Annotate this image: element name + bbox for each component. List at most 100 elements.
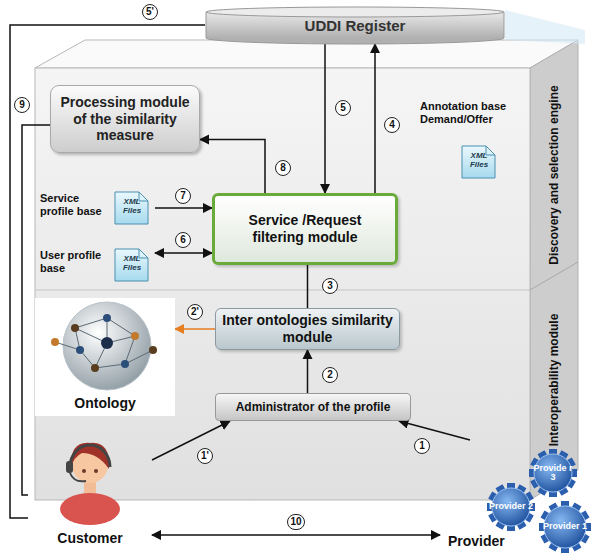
engine-section-text: Discovery and selection engine: [546, 70, 562, 280]
provider-group: Provide r 3 Provider 2 Provider 1 Provider: [440, 440, 594, 555]
housing-front: [35, 68, 530, 500]
drawing-part: [206, 7, 504, 17]
drawing-part: [51, 338, 59, 346]
customer-figure-shape: [28, 425, 152, 525]
housing-side: [530, 40, 578, 500]
callout-number: 2: [322, 367, 338, 383]
engine-section-text: Interoperability module: [546, 290, 562, 470]
xml-file-store: Annotation base Demand/OfferXML Files: [420, 100, 535, 192]
process-box: Administrator of the profile: [215, 393, 411, 421]
drawing-part: [75, 318, 107, 328]
callout-number: 1: [414, 438, 430, 454]
drawing-part: [539, 501, 591, 553]
ontology-figure: Ontology: [35, 298, 175, 416]
connector: [155, 207, 212, 209]
drawing-part: [504, 12, 505, 38]
callout-number: 7: [175, 188, 191, 204]
drawing-part: [71, 324, 79, 332]
callout-number: 5': [142, 4, 158, 20]
provider-group-text: Provider: [448, 533, 505, 549]
process-box: Service /Request filtering module: [212, 193, 398, 265]
drawing-part: [107, 318, 135, 336]
provider-gear-text: Provider 2: [488, 502, 534, 511]
provider-gear-text: Provide r 3: [533, 464, 573, 483]
section-divider: [35, 290, 530, 291]
drawing-part: [63, 302, 151, 390]
provider-gear-text: Provider 1: [542, 522, 588, 531]
drawing-part: [103, 314, 111, 322]
drawing-part: [529, 449, 577, 497]
connector: [200, 139, 265, 193]
provider-gear: Provider 1: [538, 500, 592, 554]
customer-figure: Customer: [28, 425, 152, 553]
drawing-part: [101, 337, 113, 349]
provider-gear: Provider 2: [486, 482, 536, 532]
xml-file-store: User profile baseXML Files: [40, 245, 155, 285]
connector: [374, 44, 376, 193]
drawing-part: [149, 346, 157, 354]
drawing-part: [71, 443, 109, 469]
callout-number: 9: [14, 97, 30, 113]
connector: [152, 534, 440, 536]
ontology-figure-text: Ontology: [35, 395, 175, 411]
connector: [152, 421, 230, 460]
drawing-part: [121, 360, 129, 368]
callout-number: 6: [175, 232, 191, 248]
drawing-part: [76, 346, 84, 354]
callout-number: 4: [384, 117, 400, 133]
drawing-part: [82, 469, 86, 473]
drawing-part: [70, 445, 110, 467]
register-shadow: [505, 10, 585, 44]
process-box-text: Service /Request filtering module: [223, 212, 387, 246]
drawing-part: [91, 364, 99, 372]
connector: [307, 265, 309, 308]
xml-file-store-text: XML Files: [114, 198, 150, 216]
connector: [399, 421, 470, 440]
drawing-part: [487, 483, 535, 531]
housing-top: [35, 40, 578, 68]
engine-section: Processing module of the similarity meas…: [35, 68, 580, 290]
section-divider: [530, 262, 578, 290]
drawing-part: [94, 469, 98, 473]
drawing-part: [487, 503, 535, 511]
drawing-part: [206, 12, 207, 38]
callout-number: 5: [335, 100, 351, 116]
drawing-part: [539, 523, 591, 531]
registry-cylinder: UDDI Register: [205, 6, 505, 44]
drawing-part: [66, 461, 73, 473]
drawing-part: [95, 364, 125, 368]
ontology-figure-shape: [35, 298, 175, 393]
process-box: Processing module of the similarity meas…: [50, 85, 200, 153]
connector: [10, 25, 205, 518]
drawing-part: [125, 350, 153, 364]
callout-number: 3: [322, 278, 338, 294]
callout-number: 2': [187, 304, 203, 320]
xml-file-store: Service profile baseXML Files: [40, 188, 155, 228]
connector: [175, 328, 215, 330]
callout-number: 8: [275, 160, 291, 176]
drawing-part: [131, 332, 139, 340]
callout-number: 1': [197, 448, 213, 464]
xml-file-store-text: XML Files: [114, 255, 150, 273]
process-box-text: Administrator of the profile: [236, 400, 391, 414]
drawing-part: [60, 493, 120, 525]
connector: [307, 350, 309, 393]
process-box: Inter ontologies similarity module: [215, 308, 400, 350]
connector: [155, 252, 212, 254]
drawing-part: [70, 473, 86, 481]
connector: [324, 44, 326, 193]
xml-file-store-text: Annotation base Demand/Offer: [420, 100, 532, 126]
process-box-text: Processing module of the similarity meas…: [59, 94, 191, 144]
provider-gear: Provide r 3: [528, 448, 578, 498]
xml-file-store-text: User profile base: [40, 249, 112, 274]
process-box-text: Inter ontologies similarity module: [222, 312, 393, 346]
callout-number: 10: [287, 514, 304, 530]
customer-figure-text: Customer: [28, 530, 152, 546]
drawing-part: [534, 454, 572, 492]
registry-cylinder-text: UDDI Register: [305, 17, 406, 34]
xml-file-store-text: XML Files: [461, 152, 497, 170]
xml-file-store-text: Service profile base: [40, 192, 112, 217]
